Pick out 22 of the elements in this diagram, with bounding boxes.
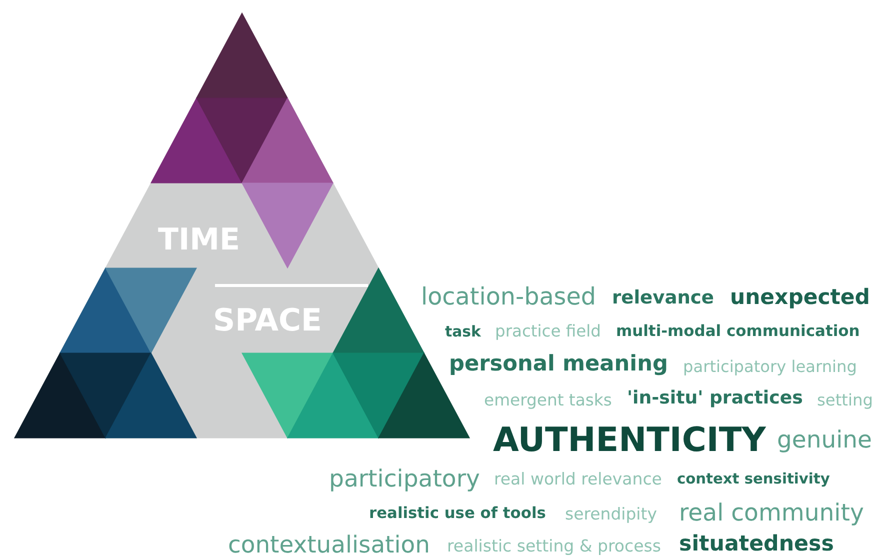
keyword: task <box>445 323 481 341</box>
keyword: location-based <box>421 283 596 311</box>
keyword: AUTHENTICITY <box>493 420 766 460</box>
keyword: participatory learning <box>683 358 857 376</box>
keyword: real community <box>679 499 864 527</box>
keyword: realistic setting & process <box>447 536 661 556</box>
keyword: contextualisation <box>228 532 430 557</box>
keyword: 'in-situ' practices <box>627 388 803 410</box>
keyword: context sensitivity <box>677 472 830 488</box>
keyword: realistic use of tools <box>369 505 546 523</box>
keyword: setting <box>817 392 873 410</box>
keyword: practice field <box>495 322 601 342</box>
keyword: situatedness <box>679 532 834 557</box>
keyword: personal meaning <box>449 352 668 378</box>
keyword: genuine <box>777 426 872 454</box>
keyword: multi-modal communication <box>616 323 860 341</box>
keyword: participatory <box>329 465 480 493</box>
keyword: real world relevance <box>494 470 662 490</box>
keyword: serendipity <box>565 506 657 524</box>
keyword: emergent tasks <box>484 392 612 410</box>
keyword: unexpected <box>730 284 870 310</box>
keyword: relevance <box>612 287 714 309</box>
